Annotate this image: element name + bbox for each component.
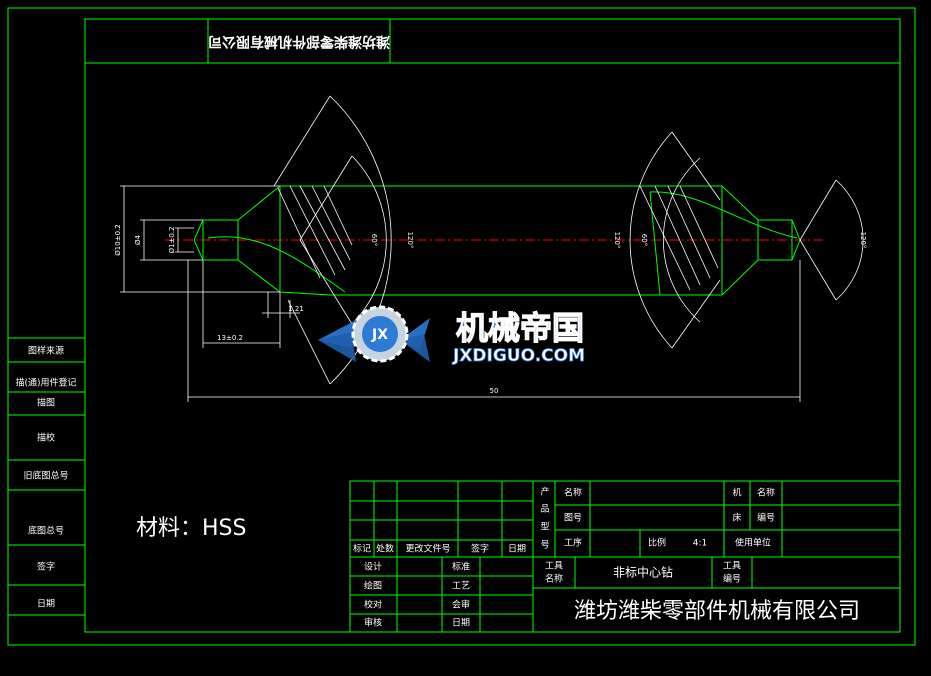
label-process: 工序 xyxy=(564,537,582,549)
dim-dia-small: Ø1±0.2 xyxy=(168,227,176,254)
side-label-signature: 签字 xyxy=(37,561,55,573)
left-pilot-outline xyxy=(193,185,281,261)
dim-dia-large: Ø10±0.2 xyxy=(114,224,122,255)
label-countersign: 会审 xyxy=(452,599,470,611)
label-ratio: 比例 xyxy=(648,537,666,549)
label-design: 设计 xyxy=(364,561,382,573)
label-count: 处数 xyxy=(376,543,394,555)
left-flute-curve xyxy=(207,236,346,293)
label-signature: 签字 xyxy=(471,543,489,555)
ratio-value: 4:1 xyxy=(693,539,707,549)
label-product-2: 品 xyxy=(540,504,549,515)
title-block: 标记 处数 更改文件号 签字 日期 设计 绘图 校对 审核 标准 工艺 会审 日… xyxy=(349,480,901,633)
part-name: 非标中心钻 xyxy=(613,565,673,580)
dim-left-shoulder: 13±0.2 xyxy=(217,334,243,342)
side-label-base-no: 底图总号 xyxy=(28,525,64,537)
label-tool-no-2: 编号 xyxy=(723,573,741,585)
dim-angle-120-right: 120° xyxy=(859,232,867,249)
label-mark: 标记 xyxy=(353,543,371,555)
label-drawing-no: 图号 xyxy=(564,513,582,524)
label-tool-no-1: 工具 xyxy=(723,561,741,572)
watermark-domain: JXDIGUO.COM xyxy=(452,346,585,366)
label-standard: 标准 xyxy=(452,561,470,573)
label-drawing: 绘图 xyxy=(364,580,382,592)
label-tool-name-1: 工具 xyxy=(545,561,563,572)
label-craft: 工艺 xyxy=(452,581,470,592)
watermark-logo: JX 机械帝国 JXDIGUO.COM xyxy=(318,305,585,366)
label-name: 名称 xyxy=(564,487,582,499)
upside-down-company-name: 潍坊潍柴零部件机械有限公司 xyxy=(208,33,390,50)
label-change-doc: 更改文件号 xyxy=(405,543,450,555)
dim-angle-120-left: 120° xyxy=(406,232,414,249)
label-date2: 日期 xyxy=(452,618,470,629)
side-label-date: 日期 xyxy=(37,599,55,610)
right-flute-curve xyxy=(649,191,798,239)
label-machine-no: 编号 xyxy=(757,512,775,524)
dim-angle-60-left: 60° xyxy=(370,234,378,246)
side-panel: 图样来源 描(通)用件登记 描图 描校 旧底图总号 底图总号 签字 日期 xyxy=(7,337,86,616)
side-label-source: 图样来源 xyxy=(28,345,64,357)
side-label-register: 描(通)用件登记 xyxy=(15,377,76,389)
label-tool-name-2: 名称 xyxy=(545,573,563,585)
outer-border xyxy=(7,7,916,646)
label-proofread: 校对 xyxy=(364,599,382,611)
side-label-trace: 描图 xyxy=(37,397,55,409)
label-machine-1: 机 xyxy=(732,487,741,499)
watermark-brand: 机械帝国 xyxy=(456,309,584,347)
dim-angle-120-mid: 120° xyxy=(613,232,621,249)
dim-overall-length: 50 xyxy=(490,387,499,395)
side-label-trace-check: 描校 xyxy=(37,432,55,444)
label-product-3: 型 xyxy=(540,522,549,533)
dim-angle-60-right: 60° xyxy=(640,234,648,246)
label-date: 日期 xyxy=(508,544,526,555)
label-review: 审核 xyxy=(364,617,382,629)
label-machine-2: 床 xyxy=(732,512,741,524)
label-product-1: 产 xyxy=(540,486,549,498)
watermark-badge: JX xyxy=(371,327,388,343)
side-label-old-base-no: 旧底图总号 xyxy=(23,470,68,482)
company-name: 潍坊潍柴零部件机械有限公司 xyxy=(574,599,860,624)
material-note: 材料：HSS xyxy=(136,516,246,541)
label-machine-name: 名称 xyxy=(757,487,775,499)
dim-small-step: 1.21 xyxy=(288,305,304,313)
label-using-unit: 使用单位 xyxy=(735,537,771,549)
label-product-4: 号 xyxy=(540,540,549,551)
dim-dia-mid: Ø4 xyxy=(134,234,142,245)
top-stamp-box: 潍坊潍柴零部件机械有限公司 xyxy=(207,18,391,64)
